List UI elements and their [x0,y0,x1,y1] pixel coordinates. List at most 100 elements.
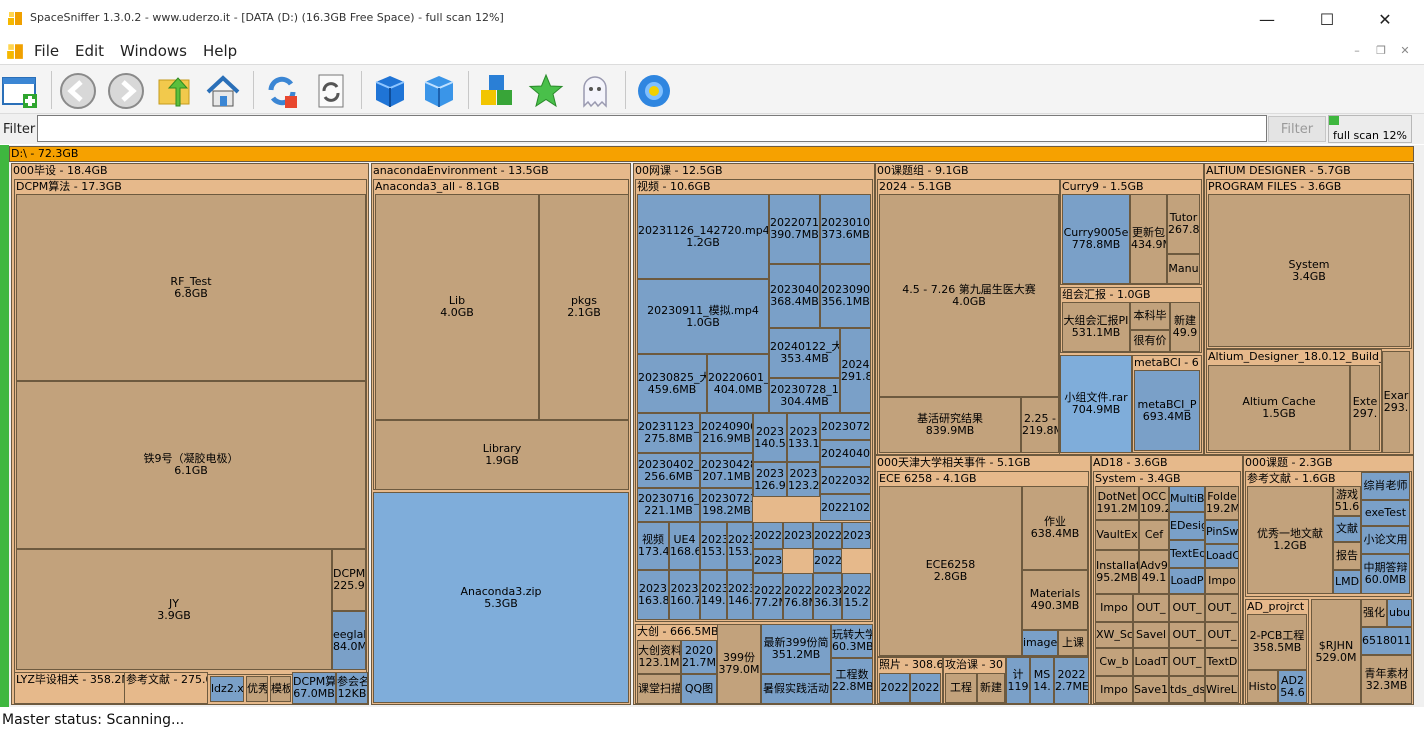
treemap-v32[interactable]: 2022 [813,522,842,549]
treemap-s22[interactable]: OUT_ [1205,622,1239,648]
minimize-button[interactable]: — [1259,9,1275,29]
treemap-s5[interactable]: VaultEx [1095,520,1139,550]
treemap-v22[interactable]: 2022032 [820,467,871,494]
treemap-s3[interactable]: MultiB [1169,486,1205,512]
star-icon[interactable] [526,71,566,111]
treemap-s6[interactable]: Cef [1139,520,1169,550]
treemap-v33[interactable]: 2023 [842,522,871,549]
treemap-s7[interactable]: EDesig [1169,512,1205,540]
treemap-r8[interactable]: 小论文用 [1361,526,1410,554]
treemap-s21[interactable]: OUT_ [1169,622,1205,648]
treemap-r6[interactable]: 综肖老师 [1361,472,1410,500]
menu-windows[interactable]: Windows [120,42,187,60]
treemap-v12[interactable]: 20231123_275.8MB [637,413,700,453]
blocks-icon[interactable] [477,71,517,111]
treemap-r4[interactable]: 报告 [1333,542,1361,570]
treemap-s29[interactable]: tds_ds [1169,676,1205,703]
treemap-s11[interactable]: TextEd [1169,540,1205,568]
treemap-dc4[interactable]: 课堂扫描 [637,674,681,704]
treemap-ece4[interactable]: image [1022,630,1058,656]
treemap-s15[interactable]: Impo [1095,594,1133,622]
treemap-ty2[interactable]: 新建 [977,673,1005,703]
treemap-s25[interactable]: OUT_ [1169,648,1205,676]
menu-help[interactable]: Help [203,42,238,60]
treemap-v31[interactable]: 2023 [783,522,813,549]
treemap-s27[interactable]: Impo [1095,676,1133,703]
treemap-r7[interactable]: exeTest [1361,500,1410,526]
zoom-in-cube-icon[interactable] [370,71,410,111]
treemap-pp1[interactable]: 2022 [879,673,910,703]
filter-button[interactable]: Filter [1268,116,1326,142]
new-scan-icon[interactable] [0,71,40,111]
treemap-tj[interactable]: 模板 [270,676,291,702]
treemap-v23[interactable]: 20230716_221.1MB [637,488,700,522]
treemap-ldz[interactable]: ldz2.x [210,676,244,702]
treemap-n6518[interactable]: 6518011 [1361,627,1412,655]
zoom-out-cube-icon[interactable] [419,71,459,111]
filter-input[interactable] [37,115,1267,142]
treemap-s17[interactable]: OUT_ [1169,594,1205,622]
treemap-s23[interactable]: Cw_b [1095,648,1133,676]
treemap-s8[interactable]: PinSw [1205,520,1239,544]
treemap-root[interactable]: D:\ - 72.3GB [9,146,1414,162]
menu-file[interactable]: File [34,42,60,60]
treemap-s30[interactable]: WireLi [1205,676,1239,703]
treemap-s26[interactable]: TextD [1205,648,1239,676]
treemap-v5[interactable]: 20230901356.1MB [820,264,871,328]
maximize-button[interactable]: ☐ [1319,9,1335,29]
mdi-minimize-button[interactable]: – [1354,44,1360,57]
treemap-v17[interactable]: 2024040 [820,440,871,467]
treemap-s28[interactable]: Save1 [1133,676,1169,703]
treemap-s14[interactable]: Impo [1205,568,1239,594]
treemap-s16[interactable]: OUT_ [1133,594,1169,622]
home-icon[interactable] [203,71,243,111]
treemap-s24[interactable]: LoadT [1133,648,1169,676]
treemap-s18[interactable]: OUT_ [1205,594,1239,622]
treemap-s20[interactable]: Savel [1133,622,1169,648]
treemap-rt[interactable]: 强化 [1361,599,1387,627]
treemap-v10[interactable]: 20220601_404.0MB [707,354,769,413]
treemap-pp2[interactable]: 2022 [910,673,941,703]
treemap-s19[interactable]: XW_Sc [1095,622,1133,648]
